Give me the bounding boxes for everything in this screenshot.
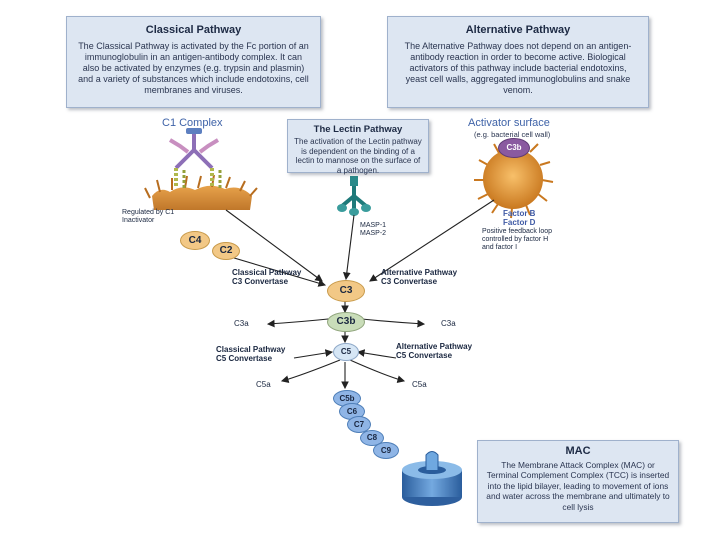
factor-b-label: Factor B — [503, 209, 536, 218]
regulated-label: Regulated by C1 Inactivator — [122, 209, 175, 224]
factor-d-label: Factor D — [503, 218, 536, 227]
mac-box: MAC The Membrane Attack Complex (MAC) or… — [477, 440, 679, 523]
classical-pathway-text: The Classical Pathway is activated by th… — [78, 41, 309, 95]
node-c4: C4 — [180, 231, 210, 250]
activator-surface-illustration — [474, 140, 554, 219]
feedback-label: Positive feedback loop controlled by fac… — [482, 228, 553, 251]
alternative-pathway-box: Alternative Pathway The Alternative Path… — [387, 16, 649, 108]
c1-complex-label: C1 Complex — [162, 117, 223, 129]
mac-text: The Membrane Attack Complex (MAC) or Ter… — [486, 460, 670, 512]
activator-surface-label: Activator surface — [468, 117, 550, 129]
classical-pathway-box: Classical Pathway The Classical Pathway … — [66, 16, 321, 108]
node-c3b-activator: C3b — [498, 138, 530, 158]
lectin-pathway-text: The activation of the Lectin pathway is … — [294, 137, 422, 175]
node-c5: C5 — [333, 343, 359, 361]
masp-label: MASP-1 MASP-2 — [360, 222, 387, 237]
classical-c3-convertase-label: Classical Pathway C3 Convertase — [232, 268, 302, 286]
c3a-right-label: C3a — [441, 319, 456, 328]
lectin-pathway-title: The Lectin Pathway — [313, 124, 403, 135]
lectin-pathway-box: The Lectin Pathway The activation of the… — [287, 119, 429, 175]
c1-complex-illustration — [144, 128, 258, 210]
alternative-pathway-title: Alternative Pathway — [465, 24, 571, 36]
alternative-c3-convertase-label: Alternative Pathway C3 Convertase — [381, 268, 458, 286]
node-c3: C3 — [327, 280, 365, 302]
mac-title: MAC — [565, 445, 591, 457]
c5a-left-label: C5a — [256, 380, 271, 389]
alternative-pathway-text: The Alternative Pathway does not depend … — [404, 41, 632, 95]
activator-example-label: (e.g. bacterial cell wall) — [474, 130, 551, 139]
classical-pathway-title: Classical Pathway — [145, 24, 242, 36]
node-c8: C8 — [360, 430, 384, 446]
c3a-left-label: C3a — [234, 319, 249, 328]
lectin-illustration — [337, 176, 371, 216]
node-c2: C2 — [212, 242, 240, 260]
classical-c5-convertase-label: Classical Pathway C5 Convertase — [216, 345, 286, 363]
node-c9: C9 — [373, 442, 399, 459]
c5a-right-label: C5a — [412, 380, 427, 389]
node-c7: C7 — [347, 416, 371, 433]
alternative-c5-convertase-label: Alternative Pathway C5 Convertase — [396, 342, 473, 360]
mac-pore-illustration — [402, 451, 462, 506]
node-c5b: C5b — [333, 390, 361, 407]
node-c3b: C3b — [327, 312, 365, 332]
